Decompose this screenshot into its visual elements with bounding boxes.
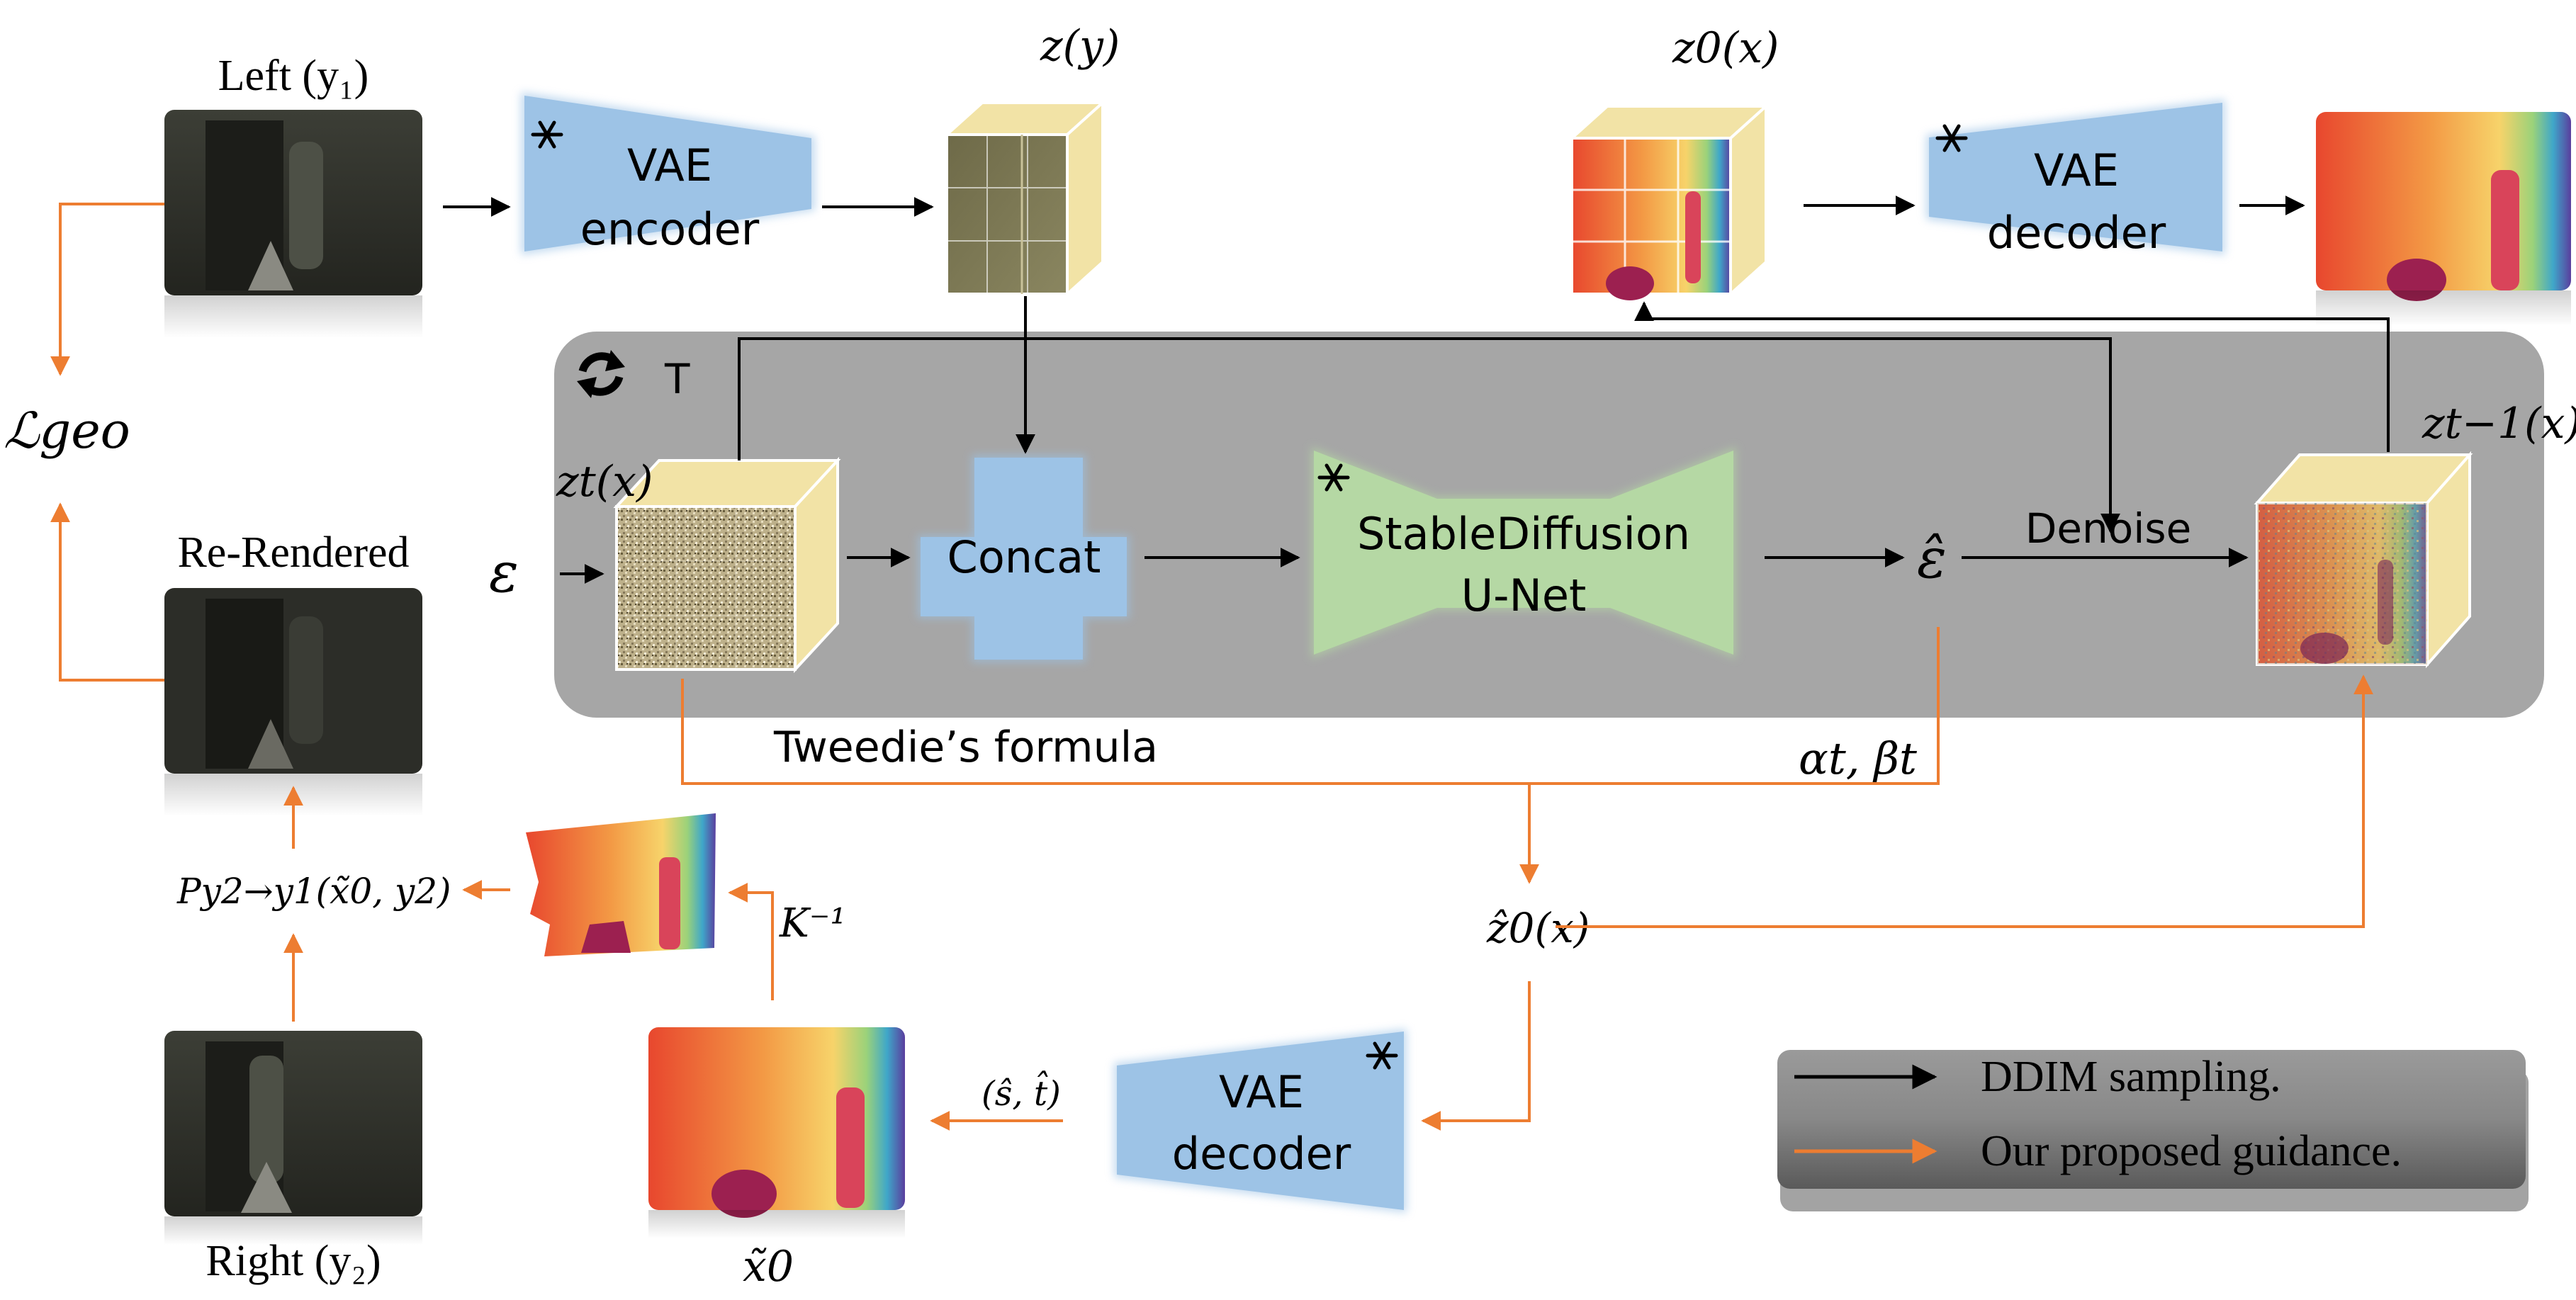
tweedie-label: Tweedie’s formula [773, 723, 1158, 772]
snowflake-icon [1366, 1041, 1398, 1070]
vae-encoder-label-1: VAE [627, 140, 712, 191]
legend-guidance-label: Our proposed guidance. [1981, 1127, 2402, 1175]
vae-decoder-top-block: VAE decoder [1926, 99, 2225, 259]
vae-encoder-label-2: encoder [580, 203, 760, 255]
rerendered-image [164, 588, 422, 816]
snowflake-icon [1317, 463, 1350, 492]
right-image-title: Right (y₂) [206, 1237, 381, 1285]
epsilon-hat-label: ε̂ [1917, 527, 1947, 591]
warped-depth-image [526, 813, 716, 956]
vae-decoder-bottom-label-1: VAE [1219, 1066, 1304, 1118]
right-image [164, 1031, 422, 1245]
left-image-title: Left (y₁) [218, 52, 369, 100]
unet-block: StableDiffusion U-Net [1311, 446, 1736, 659]
loss-geo-label: ℒgeo [4, 402, 130, 460]
epsilon-label: ε [489, 541, 519, 605]
loop-arrows-icon [577, 350, 625, 398]
vae-decoder-top-label-1: VAE [2034, 145, 2119, 196]
vae-decoder-bottom-label-2: decoder [1172, 1128, 1351, 1180]
z0-x-latent-cube [1568, 103, 1770, 300]
zt-minus-1-x-label: zt−1(x) [2422, 399, 2576, 448]
k-inverse-label: K⁻¹ [779, 900, 846, 946]
projection-label: Py2→y1(x̃0, y2) [176, 871, 451, 912]
legend-sampling-label: DDIM sampling. [1981, 1053, 2281, 1101]
zt-minus-1-x-cube [2254, 451, 2473, 669]
vae-decoder-bottom-block: VAE decoder [1114, 1029, 1407, 1213]
left-image [164, 110, 422, 338]
alpha-beta-label: αt, βt [1799, 733, 1917, 784]
denoise-label: Denoise [2025, 504, 2192, 553]
snowflake-icon [531, 120, 563, 149]
legend: DDIM sampling. Our proposed guidance. [1777, 1050, 2529, 1211]
z-y-label: z(y) [1040, 21, 1120, 71]
zt-x-label: zt(x) [556, 457, 653, 507]
vae-encoder-block: VAE encoder [521, 92, 815, 255]
z0-x-label: z0(x) [1672, 23, 1779, 73]
loop-count-label: T [664, 355, 690, 403]
unet-label-2: U-Net [1461, 570, 1587, 621]
concat-block: Concat [918, 455, 1130, 662]
depth-output-image [2316, 112, 2571, 326]
sampling-arrows [443, 196, 2390, 584]
concat-label: Concat [947, 531, 1101, 583]
guidance-arrows [50, 203, 2373, 1131]
x0-tilde-depth-image [648, 1027, 905, 1238]
vae-decoder-top-label-2: decoder [1987, 207, 2166, 259]
unet-label-1: StableDiffusion [1357, 508, 1690, 560]
scale-shift-label: (ŝ, t̂) [982, 1070, 1061, 1114]
snowflake-icon [1935, 124, 1968, 152]
zt-x-noise-cube [613, 456, 841, 674]
z-y-latent-cube [943, 99, 1107, 298]
rerendered-image-title: Re-Rendered [177, 529, 409, 577]
x0-tilde-label: x̃0 [743, 1242, 794, 1291]
